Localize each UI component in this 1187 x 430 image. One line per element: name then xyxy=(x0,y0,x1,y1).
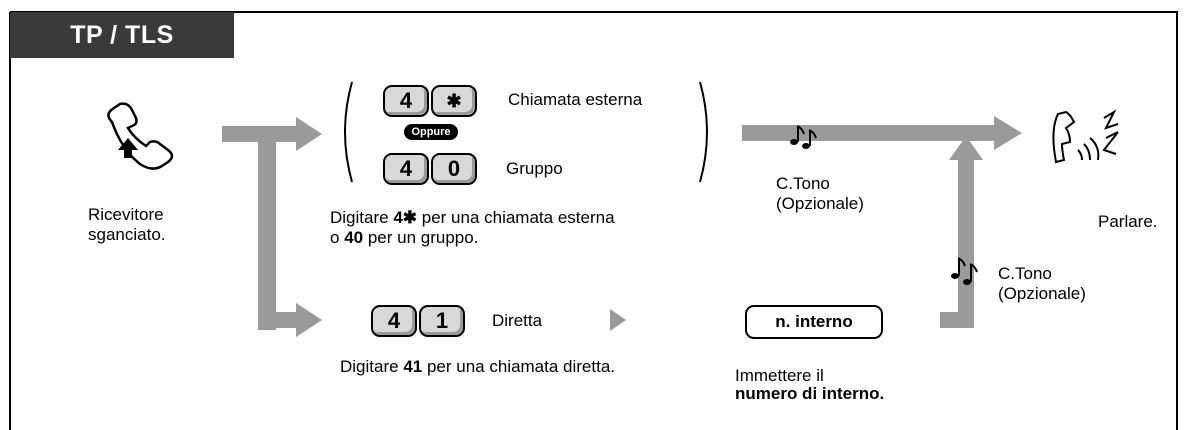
direct-small-arrow xyxy=(610,309,626,331)
key-1[interactable]: 1 xyxy=(419,305,465,337)
direct-label: Diretta xyxy=(492,311,543,330)
tone-top-line1: C.Tono xyxy=(776,174,830,193)
direct-description: Digitare 41 per una chiamata diretta. xyxy=(340,357,616,376)
offhook-label-line1: Ricevitore xyxy=(88,205,164,224)
group-label: Gruppo xyxy=(506,159,563,178)
bracket-left xyxy=(344,81,353,183)
talk-handset-icon xyxy=(1052,110,1100,164)
frame-border xyxy=(9,11,1178,430)
tone-right-line1: C.Tono xyxy=(998,264,1052,283)
return-arrow xyxy=(940,136,983,328)
external-call-label: Chiamata esterna xyxy=(508,90,643,109)
speech-lines-icon xyxy=(1102,109,1119,155)
music-note-right-icon xyxy=(951,257,978,285)
dial-description-line2: o 40 per un gruppo. xyxy=(330,228,479,247)
up-arrow-icon xyxy=(118,138,138,158)
dial-description-line1: Digitare 4✱ per una chiamata esterna xyxy=(330,208,615,227)
tone-top-line2: (Opzionale) xyxy=(776,194,864,213)
key-4-group[interactable]: 4 xyxy=(383,153,429,185)
talk-label: Parlare. xyxy=(1098,212,1158,231)
extension-number-button[interactable]: n. interno xyxy=(745,305,883,339)
extension-description-line1: Immettere il xyxy=(735,366,824,385)
mode-tag: TP / TLS xyxy=(10,12,234,58)
key-4-direct[interactable]: 4 xyxy=(371,305,417,337)
music-note-top-icon xyxy=(790,125,817,149)
or-badge: Oppure xyxy=(404,124,458,140)
key-4-external[interactable]: 4 xyxy=(383,85,429,117)
key-star[interactable]: ✱ xyxy=(431,85,477,117)
extension-description-line2: numero di interno. xyxy=(735,384,885,403)
offhook-label-line2: sganciato. xyxy=(88,225,166,244)
tone-right-line2: (Opzionale) xyxy=(998,284,1086,303)
main-arrow-to-talk xyxy=(742,116,1022,150)
handset-offhook-icon xyxy=(107,102,174,170)
key-0[interactable]: 0 xyxy=(431,153,477,185)
left-branch-arrows xyxy=(222,117,322,337)
bracket-right xyxy=(699,81,708,183)
